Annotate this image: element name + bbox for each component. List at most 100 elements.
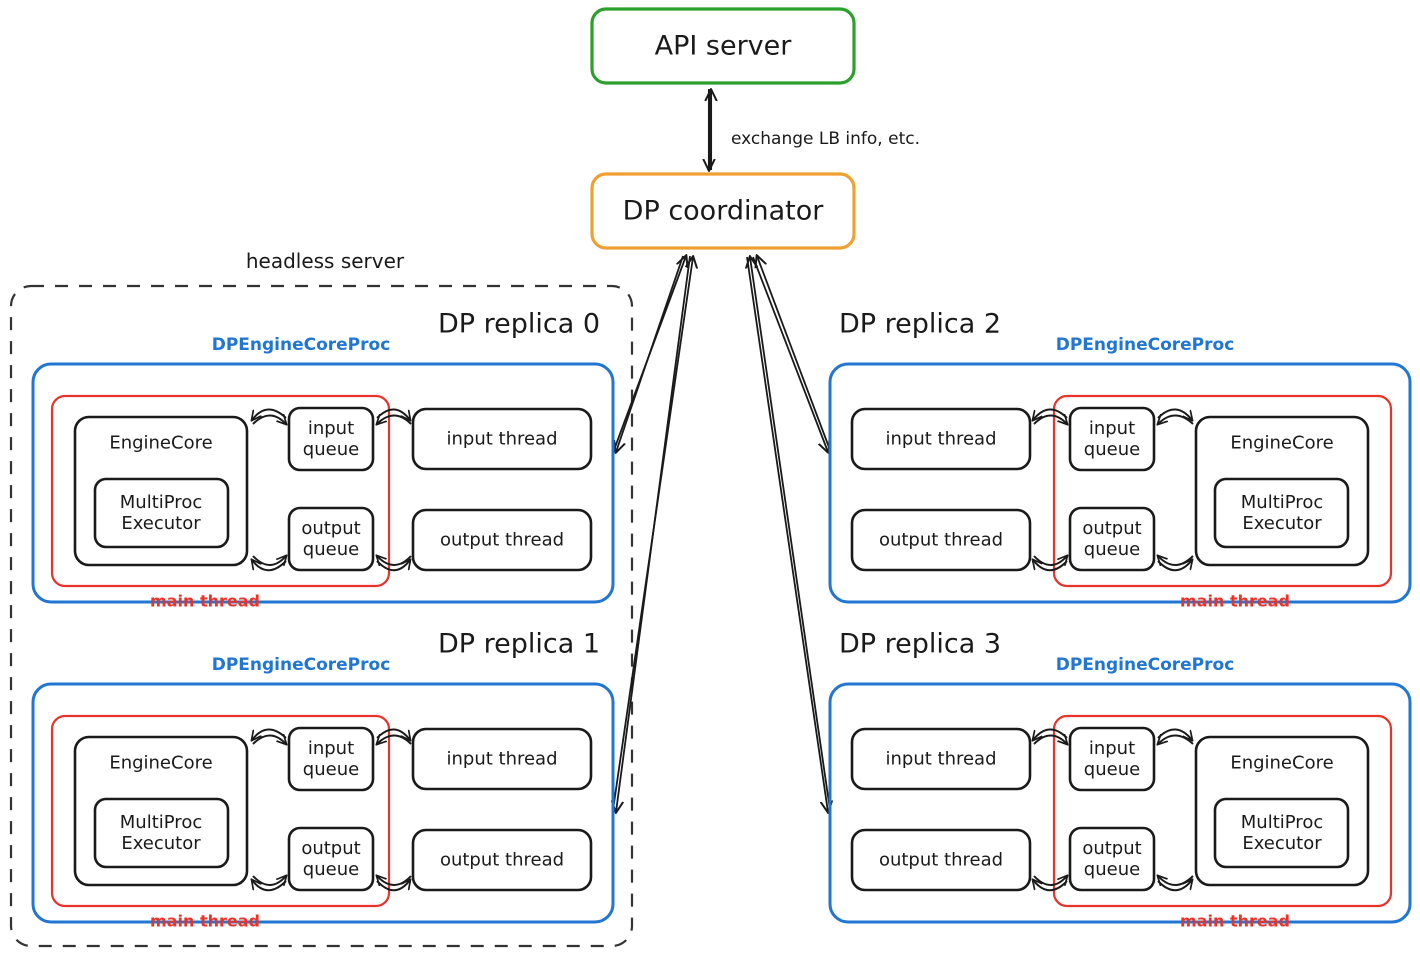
replica-0-proc-box (31, 362, 615, 604)
iq-line2: queue (1083, 759, 1141, 780)
replica-1-output-thread-box (411, 828, 593, 892)
oq-line1: output (1082, 518, 1142, 539)
replica-3-engine-core-box (1194, 735, 1370, 887)
replica-3-input-thread-label: input thread (885, 748, 997, 770)
replica-3-output-queue-label: output queue (1082, 838, 1141, 880)
replica-3-title: DP replica 3 (838, 628, 1002, 660)
replica-3-main-thread-box (1052, 714, 1393, 908)
replica-2-engine-core-box (1194, 415, 1370, 567)
oq-line2: queue (1083, 859, 1141, 880)
replica-2-input-thread-label: input thread (885, 428, 997, 450)
replica-2-output-queue-box (1068, 506, 1156, 572)
replica-2-input-queue-label: input queue (1084, 418, 1140, 460)
replica-0-main-thread-box (50, 394, 391, 588)
replica-2-multiproc-executor-label: MultiProc Executor (1241, 492, 1323, 534)
api-server-label: API server (654, 30, 792, 62)
replica-2-title: DP replica 2 (838, 308, 1002, 340)
iq-line2: queue (1083, 439, 1141, 460)
replica-0-input-queue-box (287, 406, 375, 472)
replica-1-main-thread-box (50, 714, 391, 908)
replica-2-main-thread-box (1052, 394, 1393, 588)
iq-line1: input (1088, 418, 1136, 439)
replica-1-main-thread-label: main thread (150, 911, 260, 931)
mpe-line2: Executor (121, 833, 201, 854)
replica-2-multiproc-executor-box (1213, 477, 1350, 549)
api-server-box (590, 7, 856, 85)
oq-line1: output (301, 518, 361, 539)
mpe-line1: MultiProc (119, 812, 203, 833)
replica-3-engine-core-label: EngineCore (1230, 752, 1334, 774)
replica-1-engine-core-label: EngineCore (109, 752, 213, 774)
replica-0-engine-core-box (73, 415, 249, 567)
replica-1-output-queue-box (287, 826, 375, 892)
replica-0-engine-core-label: EngineCore (109, 432, 213, 454)
replica-1-title: DP replica 1 (437, 628, 601, 660)
replica-3-output-thread-label: output thread (878, 849, 1004, 871)
mpe-line2: Executor (121, 513, 201, 534)
replica-0-proc-label: DPEngineCoreProc (211, 335, 391, 355)
replica-1-output-queue-label: output queue (301, 838, 360, 880)
exchange-lb-info-label: exchange LB info, etc. (731, 129, 920, 149)
replica-1-input-queue-label: input queue (303, 738, 359, 780)
headless-server-boundary (9, 284, 634, 948)
replica-0-multiproc-executor-box (93, 477, 230, 549)
iq-line2: queue (302, 439, 360, 460)
replica-2-engine-core-label: EngineCore (1230, 432, 1334, 454)
replica-0-output-queue-label: output queue (301, 518, 360, 560)
replica-3-output-thread-box (850, 828, 1032, 892)
mpe-line1: MultiProc (1240, 492, 1324, 513)
replica-3-main-thread-label: main thread (1180, 911, 1290, 931)
mpe-line1: MultiProc (1240, 812, 1324, 833)
replica-2-output-thread-label: output thread (878, 529, 1004, 551)
replica-0-output-thread-label: output thread (439, 529, 565, 551)
replica-0-output-queue-box (287, 506, 375, 572)
replica-0-multiproc-executor-label: MultiProc Executor (120, 492, 202, 534)
replica-1-engine-core-box (73, 735, 249, 887)
replica-1-proc-label: DPEngineCoreProc (211, 655, 391, 675)
oq-line1: output (301, 838, 361, 859)
oq-line2: queue (1083, 539, 1141, 560)
replica-3-input-queue-label: input queue (1084, 738, 1140, 780)
replica-1-multiproc-executor-label: MultiProc Executor (120, 812, 202, 854)
replica-2-proc-box (828, 362, 1412, 604)
iq-line2: queue (302, 759, 360, 780)
replica-3-output-queue-box (1068, 826, 1156, 892)
mpe-line2: Executor (1242, 513, 1322, 534)
replica-2-proc-label: DPEngineCoreProc (1055, 335, 1235, 355)
replica-2-group (828, 362, 1412, 604)
replica-3-input-queue-box (1068, 726, 1156, 792)
replica-3-multiproc-executor-box (1213, 797, 1350, 869)
replica-2-input-queue-box (1068, 406, 1156, 472)
replica-1-proc-box (31, 682, 615, 924)
replica-3-input-thread-box (850, 727, 1032, 791)
replica-1-group (31, 682, 615, 924)
dp-coordinator-label: DP coordinator (622, 195, 824, 227)
replica-1-output-thread-label: output thread (439, 849, 565, 871)
headless-server-label: headless server (245, 249, 405, 273)
api-coordinator-arrow (709, 89, 711, 170)
replica-2-main-thread-label: main thread (1180, 591, 1290, 611)
iq-line1: input (307, 738, 355, 759)
replica-0-input-thread-box (411, 407, 593, 471)
replica-3-group (828, 682, 1412, 924)
dp-coordinator-box (590, 172, 856, 250)
replica-0-input-thread-label: input thread (446, 428, 558, 450)
mpe-line1: MultiProc (119, 492, 203, 513)
replica-1-input-queue-box (287, 726, 375, 792)
replica-0-input-queue-label: input queue (303, 418, 359, 460)
replica-3-proc-box (828, 682, 1412, 924)
replica-1-input-thread-box (411, 727, 593, 791)
replica-0-group (31, 362, 615, 604)
oq-line2: queue (302, 859, 360, 880)
iq-line1: input (1088, 738, 1136, 759)
replica-2-input-thread-box (850, 407, 1032, 471)
coordinator-replica-arrows (613, 256, 830, 812)
replica-3-proc-label: DPEngineCoreProc (1055, 655, 1235, 675)
replica-1-input-thread-label: input thread (446, 748, 558, 770)
iq-line1: input (307, 418, 355, 439)
oq-line2: queue (302, 539, 360, 560)
oq-line1: output (1082, 838, 1142, 859)
replica-0-output-thread-box (411, 508, 593, 572)
